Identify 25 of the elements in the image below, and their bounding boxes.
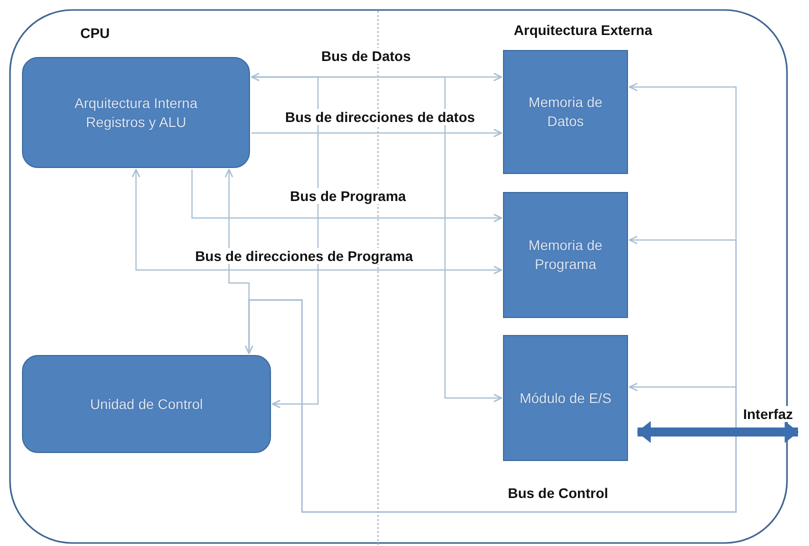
edge-label: Bus de Programa	[288, 188, 408, 204]
section-heading: Arquitectura Externa	[512, 22, 654, 38]
edge-label: Bus de direcciones de datos	[283, 109, 477, 125]
memory-box	[503, 335, 628, 461]
unit-box	[22, 57, 250, 168]
memory-box	[503, 192, 628, 318]
bus-arrow	[132, 168, 502, 274]
bus-arrow	[252, 76, 502, 402]
edge-label: Bus de Control	[506, 485, 610, 501]
section-heading: CPU	[78, 25, 112, 41]
bus-arrow	[250, 72, 502, 82]
edge-label: Bus de direcciones de Programa	[193, 248, 415, 264]
unit-box	[22, 355, 271, 453]
edge-label: Interfaz	[741, 406, 795, 422]
bus-arrow	[252, 128, 502, 138]
bus-arrow	[224, 168, 254, 354]
node-label: Unidad de Control	[90, 394, 203, 414]
bus-arrow	[248, 299, 737, 513]
node-label: Memoria de Programa	[528, 236, 604, 274]
node-label: Módulo de E/S	[520, 388, 612, 408]
node-label: Memoria de Datos	[528, 93, 604, 131]
bus-arrow	[191, 170, 502, 222]
node-label: Arquitectura Interna Registros y ALU	[74, 94, 198, 132]
memory-box	[503, 50, 628, 174]
edge-label: Bus de Datos	[319, 48, 413, 64]
